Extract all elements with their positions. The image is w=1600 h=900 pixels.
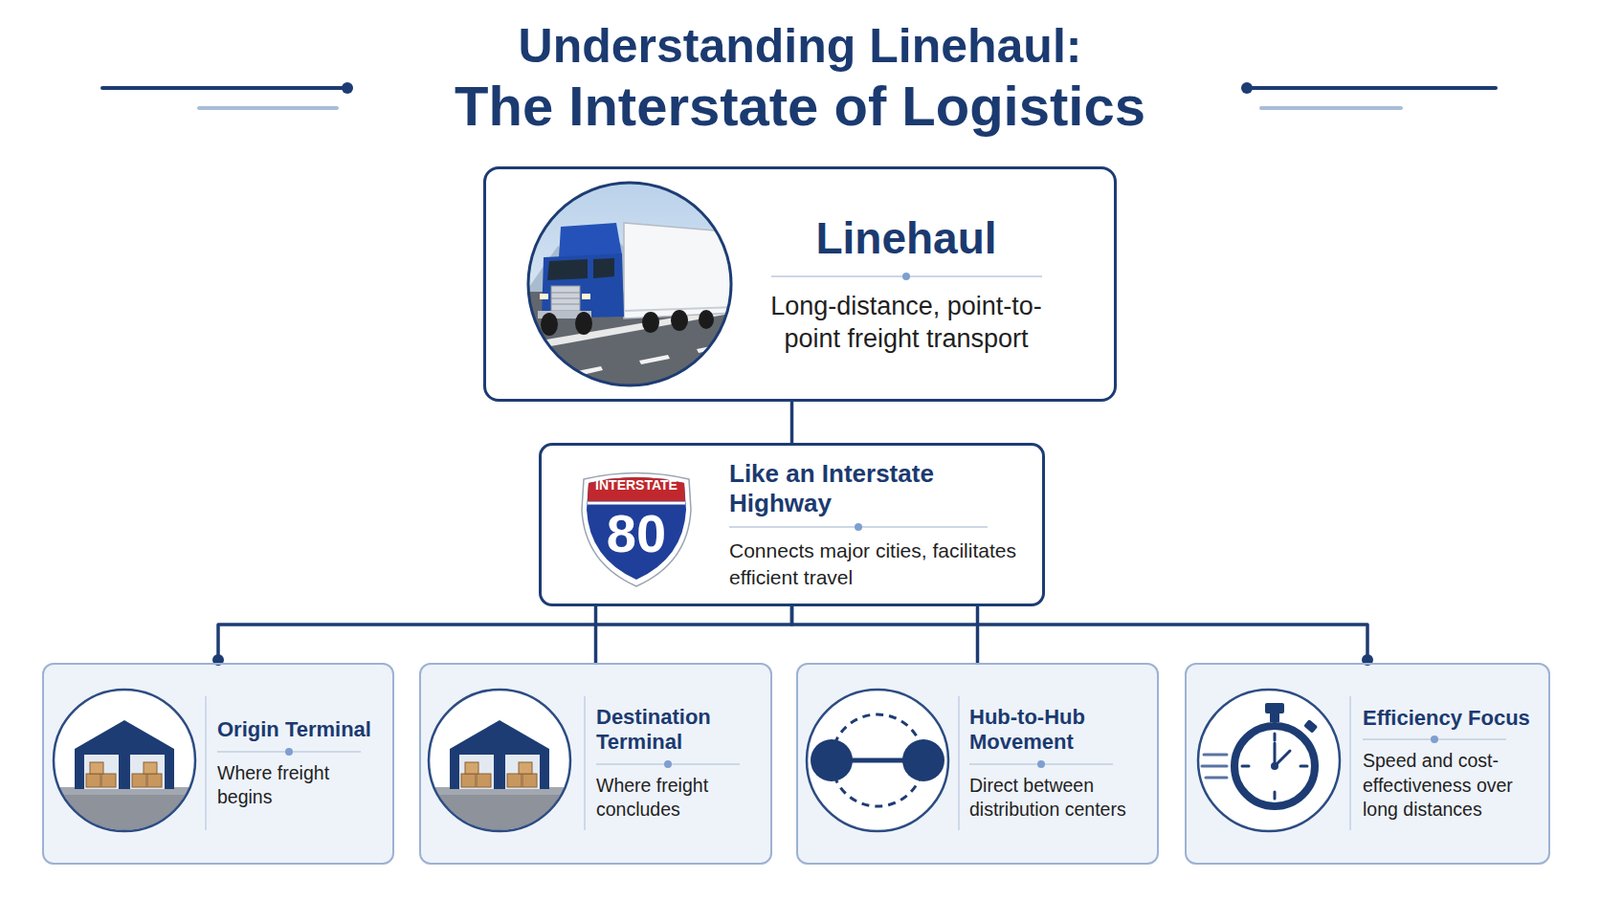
node-heading: INTERSTATE [582,475,690,495]
divider-dot [664,760,672,769]
text-column: Origin TerminalWhere freight begins [217,717,385,811]
node-body: Long-distance, point-to-point freight tr… [755,290,1057,356]
feature-card: Hub-to-Hub MovementDirect between distri… [796,663,1159,866]
node-heading: Efficiency Focus [1362,706,1541,732]
divider-dot [902,272,911,281]
title-line: The Interstate of Logistics [0,74,1600,138]
card-fill [1184,663,1551,866]
node-body: Where freight begins [217,761,385,811]
text-column: LinehaulLong-distance, point-to-point fr… [755,212,1057,356]
text-column: Like an Interstate HighwayConnects major… [729,459,1031,591]
divider-dot [285,748,293,756]
title-line: Understanding Linehaul: [0,17,1600,75]
node-body: Speed and cost-effectiveness over long d… [1362,749,1541,823]
heading-divider [729,526,988,529]
truck-illustration [524,178,737,398]
analogy-box: Like an Interstate HighwayConnects major… [538,443,1045,607]
node-heading: Origin Terminal [217,717,385,743]
feature-card: Efficiency FocusSpeed and cost-effective… [1184,663,1551,866]
hub-icon [806,689,949,832]
card-fill [796,663,1159,866]
heading-divider [771,275,1043,278]
connector [790,401,795,444]
warehouse-icon [47,689,201,845]
stopwatch-icon [1198,689,1340,832]
feature-card: Destination TerminalWhere freight conclu… [419,663,773,866]
node-body: 80 [582,505,690,563]
text-column: Efficiency FocusSpeed and cost-effective… [1362,706,1541,823]
node-heading: Destination Terminal [596,705,763,756]
node-heading: Hub-to-Hub Movement [969,705,1150,756]
warehouse-icon [422,689,577,845]
highway-shield: INTERSTATE 80 [578,469,694,589]
divider-dot [1430,735,1439,744]
connector [218,606,793,664]
card-separator [205,696,1351,831]
text-column: Destination TerminalWhere freight conclu… [596,705,763,823]
connector [976,606,980,664]
concept-box: LinehaulLong-distance, point-to-point fr… [483,166,1117,402]
card-fill [42,663,395,866]
heading-divider [969,763,1113,766]
divider-dot [854,523,863,532]
divider-dot [1037,760,1045,769]
text-column: INTERSTATE 80 [582,475,690,563]
connector [792,606,1369,664]
heading-divider [1362,738,1507,741]
diagram-title: Understanding Linehaul: The Interstate o… [0,17,1600,138]
card-fill [419,663,773,866]
heading-divider [217,751,361,754]
feature-card: Origin TerminalWhere freight begins [42,663,395,866]
node-body: Where freight concludes [596,774,763,823]
node-heading: Linehaul [755,212,1057,265]
connector [594,606,599,664]
node-body: Connects major cities, facilitates effic… [729,537,1031,591]
node-body: Direct between distribution centers [969,774,1150,823]
node-heading: Like an Interstate Highway [729,459,1031,518]
heading-divider [596,763,740,766]
text-column: Hub-to-Hub MovementDirect between distri… [969,705,1150,823]
